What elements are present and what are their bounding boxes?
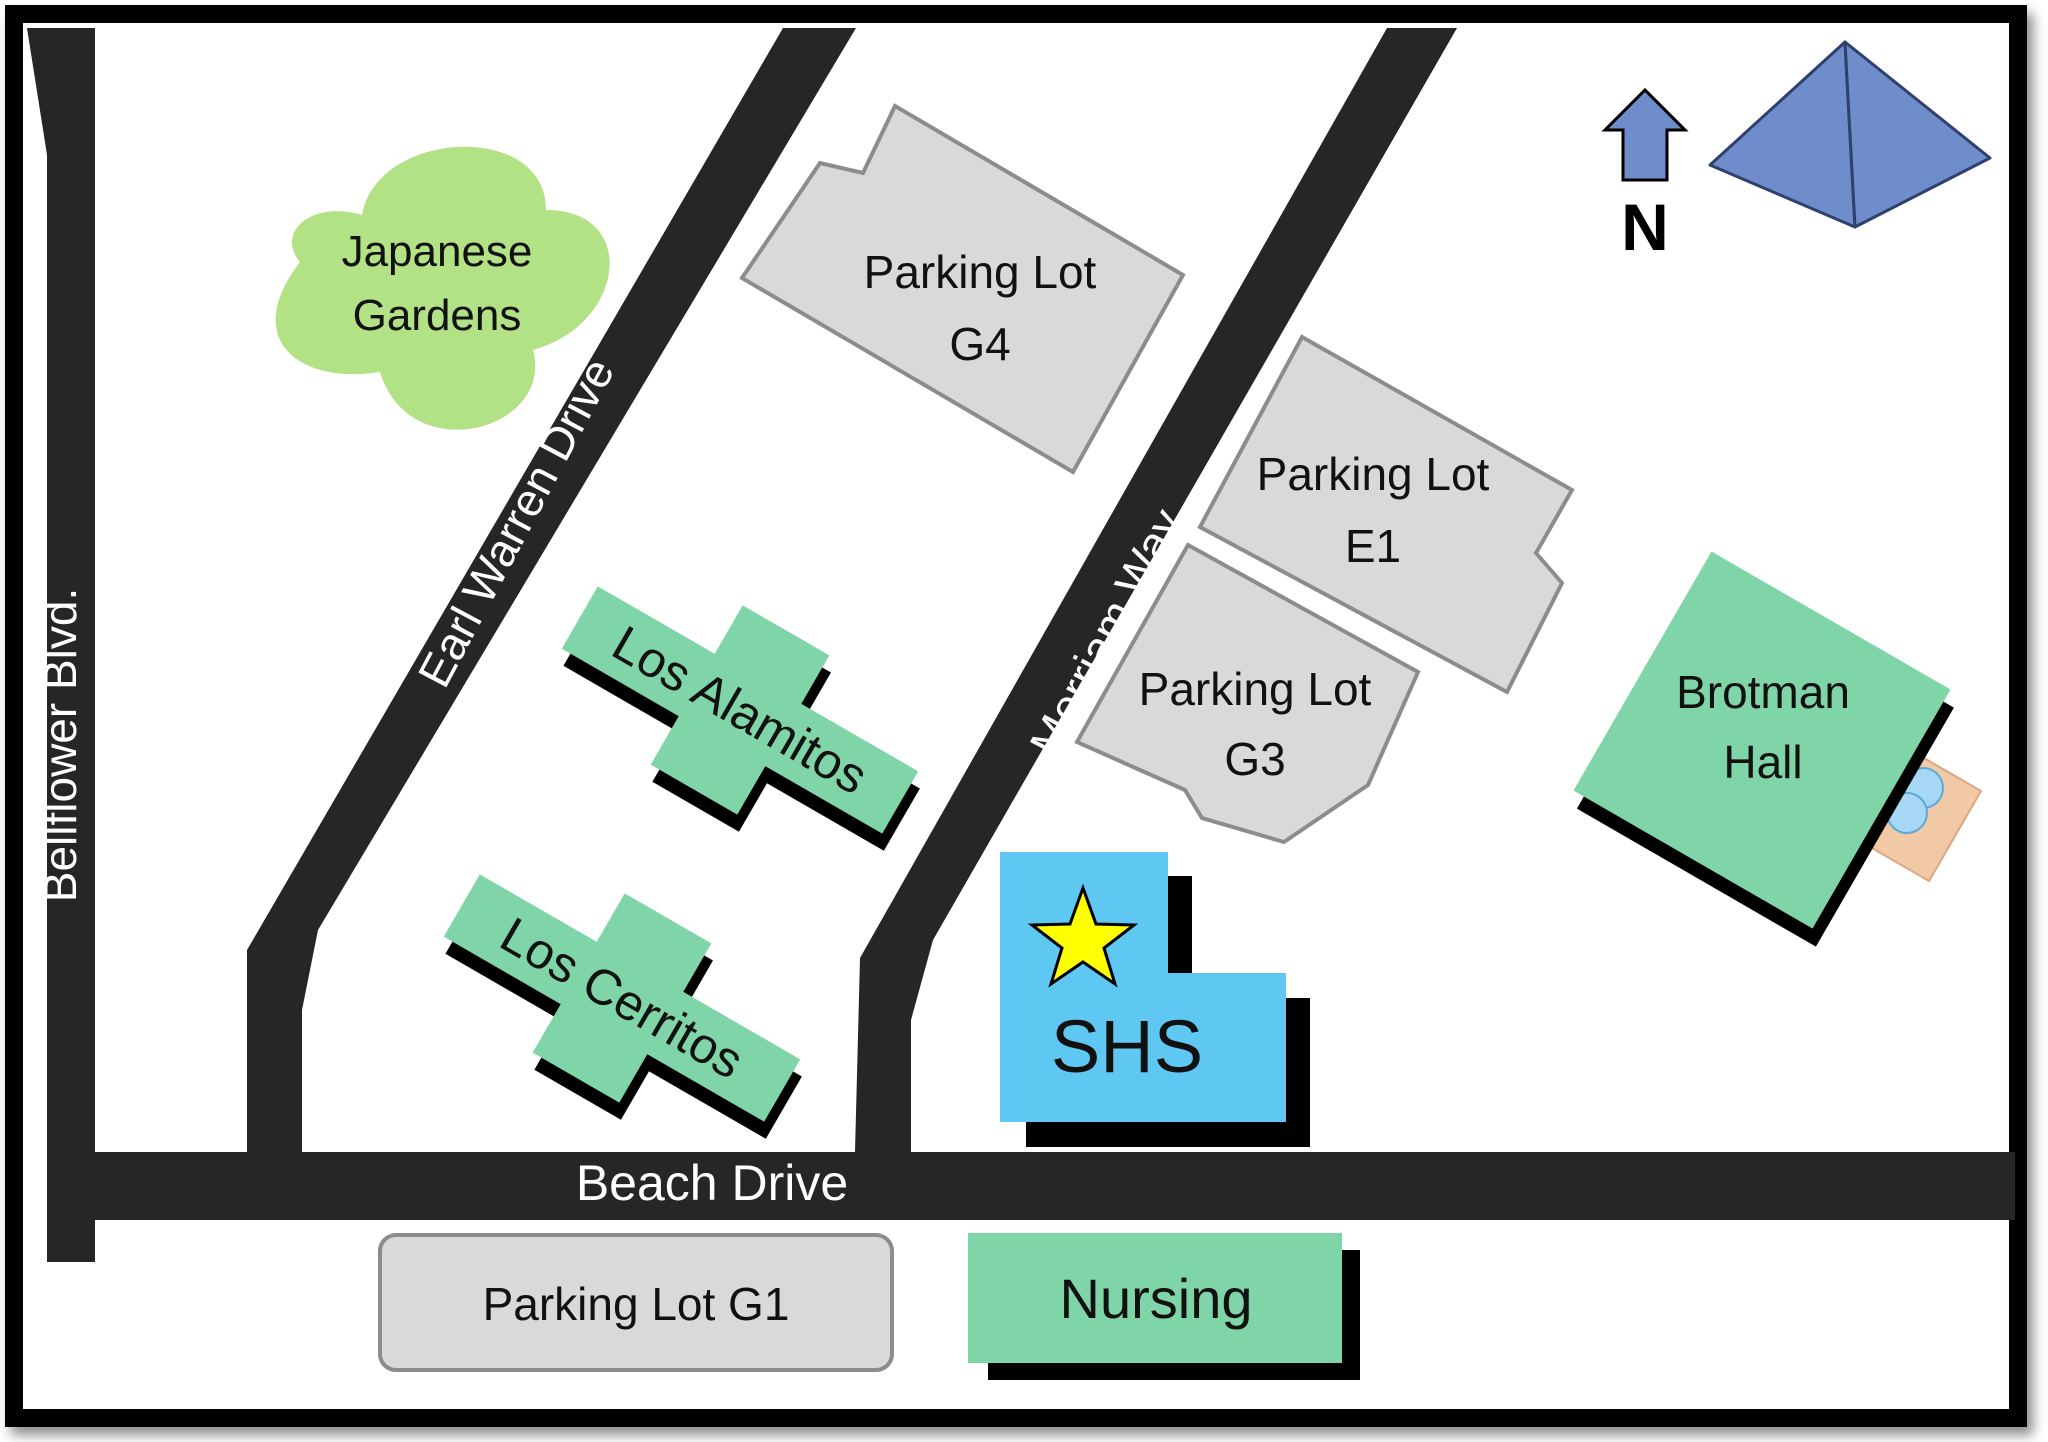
parking-lot-e1-label-line2: E1 <box>1345 520 1401 572</box>
parking-lot-g1-label: Parking Lot G1 <box>483 1278 790 1330</box>
building-brotman-hall[interactable]: Brotman Hall <box>1566 551 1983 947</box>
parking-lot-g3-shape <box>1074 542 1421 845</box>
japanese-gardens-label-line1: Japanese <box>342 227 533 276</box>
road-bellflower <box>27 28 95 1262</box>
star-icon <box>1027 883 1139 988</box>
road-beach <box>95 1152 2015 1220</box>
parking-lot-g1-shape <box>378 1233 894 1372</box>
building-nursing[interactable]: Nursing <box>968 1233 1360 1380</box>
los-cerritos-center <box>532 893 712 1103</box>
roads <box>27 28 2015 1262</box>
japanese-gardens[interactable]: Japanese Gardens <box>275 146 610 430</box>
north-label: N <box>1621 190 1669 264</box>
parking-lot-g3[interactable]: Parking Lot G3 <box>1074 542 1421 845</box>
parking-lot-e1[interactable]: Parking Lot E1 <box>1197 334 1575 695</box>
parking-lot-e1-label-line1: Parking Lot <box>1257 448 1490 500</box>
parking-lot-g3-label-line1: Parking Lot <box>1139 663 1372 715</box>
brotman-hall-label-line1: Brotman <box>1676 666 1850 718</box>
parking-lot-g1[interactable]: Parking Lot G1 <box>378 1233 894 1372</box>
japanese-gardens-shape <box>275 146 610 430</box>
parking-lot-g3-label-line2: G3 <box>1224 733 1285 785</box>
japanese-gardens-label-line2: Gardens <box>353 291 522 340</box>
north-arrow-icon: N <box>1601 87 1689 264</box>
brotman-hall-label-line2: Hall <box>1723 736 1802 788</box>
shs-label: SHS <box>1051 1005 1203 1088</box>
pyramid-icon <box>1708 40 1992 229</box>
parking-lot-e1-shape <box>1197 334 1575 695</box>
parking-lot-g4-label-line1: Parking Lot <box>864 246 1097 298</box>
nursing-shape <box>968 1233 1342 1363</box>
los-alamitos-center <box>650 605 830 815</box>
brotman-hall-shape <box>1573 551 1951 929</box>
parking-lot-g4-shape <box>739 103 1186 475</box>
road-label-beach: Beach Drive <box>576 1155 848 1211</box>
nursing-label: Nursing <box>1060 1267 1253 1330</box>
parking-lot-g4-label-line2: G4 <box>949 318 1010 370</box>
building-shs[interactable]: SHS <box>1000 852 1310 1147</box>
parking-lot-g4[interactable]: Parking Lot G4 <box>739 103 1186 475</box>
road-label-bellflower: Bellflower Blvd. <box>34 588 86 902</box>
